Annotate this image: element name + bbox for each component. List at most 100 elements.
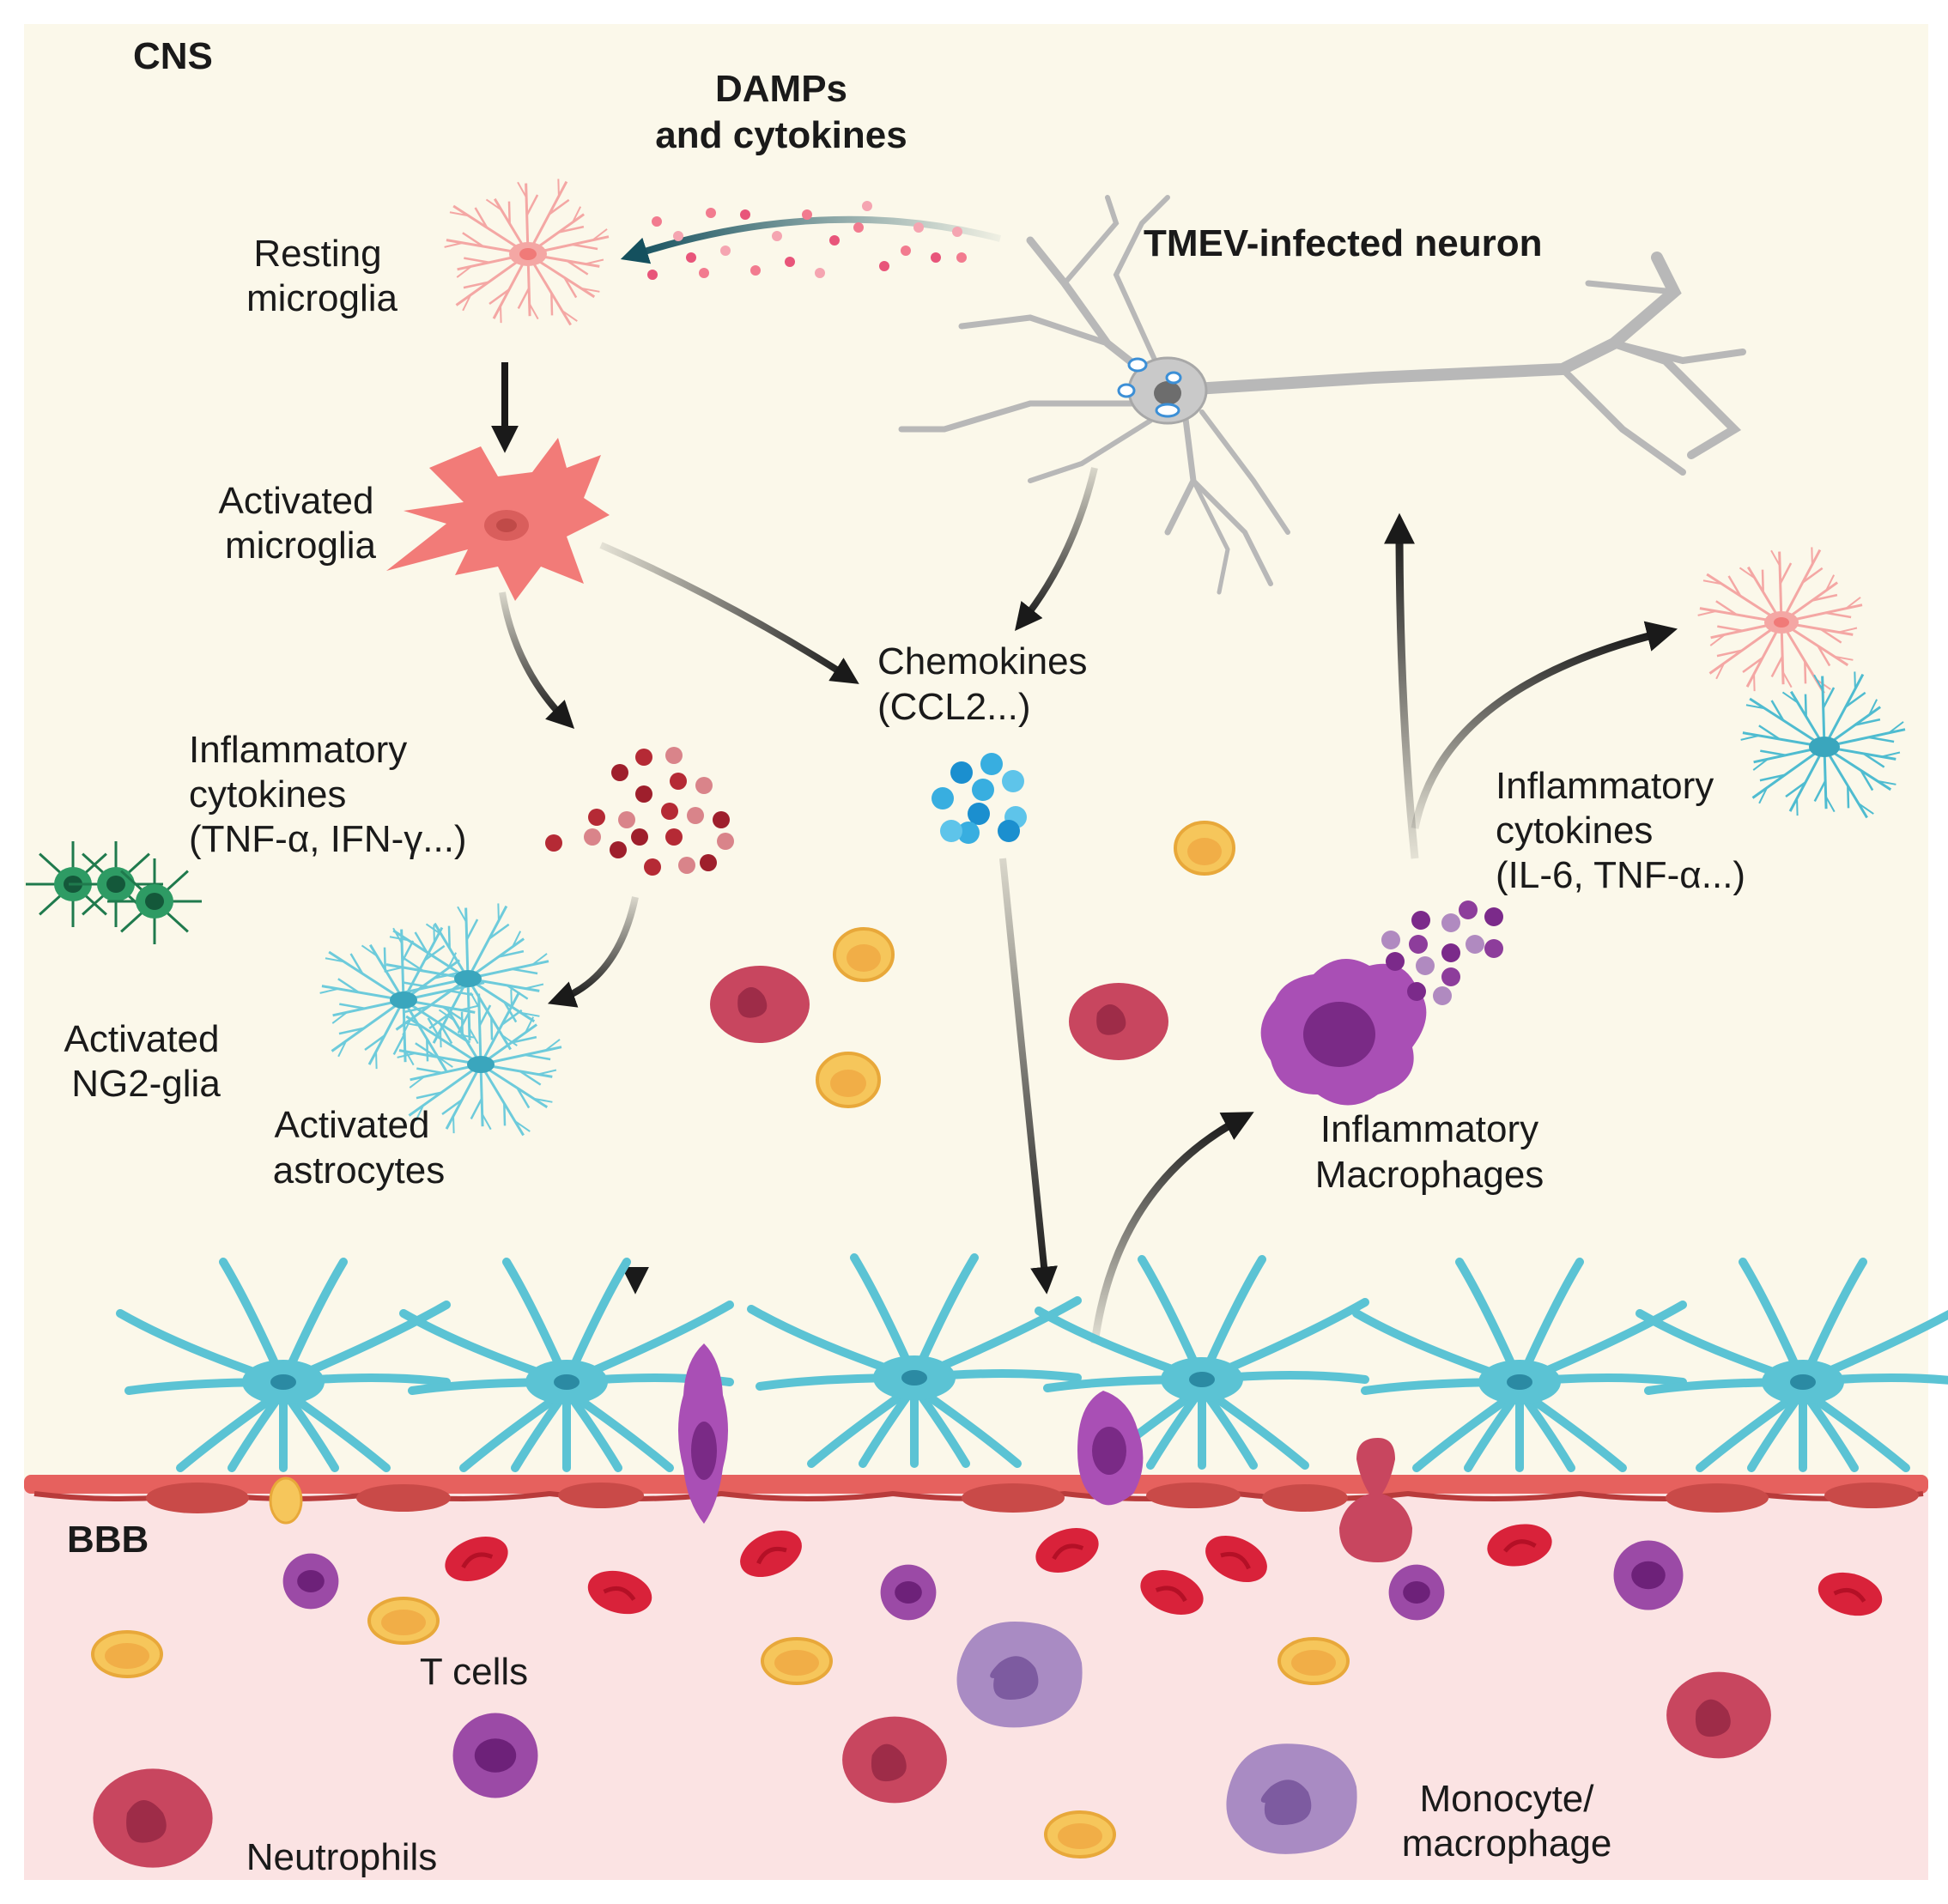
macrophages-label-line1: Inflammatory	[1320, 1108, 1538, 1150]
chemo-dots-dot	[940, 820, 962, 842]
inflammatory-macrophage	[1260, 959, 1427, 1106]
red-blood-cell	[445, 1536, 508, 1582]
arrow-microglia-to-cytokines	[499, 591, 575, 730]
cyto-right-dots-dot	[1409, 935, 1428, 954]
damps-label-line1: DAMPs	[715, 68, 847, 110]
cyto-left-dots-dot	[611, 764, 628, 781]
chemokine-particles	[932, 753, 1027, 844]
t-cell	[761, 1637, 833, 1685]
damps-dots-dot	[862, 201, 872, 211]
blood-neutrophil	[842, 1716, 947, 1804]
cns-neutrophil-1	[710, 966, 810, 1043]
damps-dots-dot	[785, 257, 795, 267]
cyto-right-dots-dot	[1484, 907, 1503, 926]
damps-dots-dot	[772, 231, 782, 241]
monocyte-label-line2: macrophage	[1402, 1822, 1612, 1865]
chemo-dots-dot	[957, 822, 980, 844]
t-cell	[367, 1597, 440, 1645]
t-cell	[1044, 1810, 1116, 1859]
blood-macrophage	[452, 1713, 538, 1798]
cyto-left-dots-dot	[635, 785, 652, 803]
cns-tcell-2	[833, 927, 895, 982]
activated-astrocytes-label-line1: Activated	[275, 1104, 430, 1146]
resting-microglia	[444, 179, 610, 326]
cyto-right-dots-dot	[1411, 911, 1430, 930]
infl-cytokines-right-line3: (IL-6, TNF-α...)	[1496, 854, 1745, 896]
cyto-right-dots-dot	[1407, 982, 1426, 1001]
activated-microglia-label-line1: Activated	[219, 480, 374, 522]
cns-tcell-3	[816, 1052, 881, 1108]
damps-dots-dot	[901, 246, 911, 256]
blood-cells	[91, 1524, 1883, 1868]
transmigrating-macrophage-1	[678, 1343, 728, 1524]
right-astrocyte	[1740, 671, 1906, 819]
damps-dots-dot	[720, 246, 731, 256]
neuron-label: TMEV-infected neuron	[1144, 222, 1542, 264]
arrow-bbb-to-macrophages	[1090, 1112, 1254, 1344]
damps-dots-dot	[853, 222, 864, 233]
cyto-right-dots-dot	[1441, 967, 1460, 986]
monocyte-label-line1: Monocyte/	[1420, 1778, 1595, 1820]
damps-dots-dot	[802, 209, 812, 220]
resting-microglia-label-line2: microglia	[246, 277, 398, 319]
chemokines-label-line1: Chemokines	[877, 640, 1088, 682]
ng2-glia-cluster	[26, 841, 202, 944]
infl-cytokines-left-line3: (TNF-α, IFN-γ...)	[189, 818, 467, 860]
cyto-left-dots-dot	[717, 833, 734, 850]
neutrophils-label: Neutrophils	[246, 1836, 438, 1878]
damps-arrow	[620, 215, 1002, 264]
damps-dots-dot	[750, 265, 761, 276]
cns-region	[24, 24, 1928, 1483]
arrow-chemokines-to-bbb	[999, 858, 1058, 1295]
blood-neutrophil	[93, 1768, 213, 1868]
cyto-right-dots-dot	[1459, 900, 1478, 919]
cyto-left-dots-dot	[584, 828, 601, 846]
transmigrating-macrophage-2	[1077, 1391, 1144, 1506]
chemo-dots-dot	[968, 803, 990, 825]
transmigrating-tcell	[269, 1477, 303, 1525]
tcells-label: T cells	[420, 1651, 528, 1693]
cyto-left-dots-dot	[700, 854, 717, 871]
t-cell	[91, 1630, 163, 1678]
red-blood-cell	[587, 1570, 652, 1615]
activated-astrocytes-cluster	[319, 903, 562, 1137]
damps-dots-dot	[952, 227, 962, 237]
cytokine-particles-right	[1381, 900, 1503, 1005]
infl-cytokines-left-line1: Inflammatory	[189, 729, 407, 771]
blood-macrophage	[282, 1553, 339, 1610]
cyto-right-dots-dot	[1484, 939, 1503, 958]
red-blood-cell	[1818, 1572, 1883, 1616]
infl-cytokines-right-line2: cytokines	[1496, 810, 1653, 852]
damps-dots-dot	[673, 231, 683, 241]
arrow-microglia-to-chemokines	[599, 542, 859, 684]
chemo-dots-dot	[1002, 770, 1024, 792]
perivascular-astrocyte	[399, 1258, 734, 1472]
arrow-cytokines-to-astrocytes	[547, 896, 639, 1008]
damps-dots-dot	[647, 270, 658, 280]
cyto-left-dots-dot	[618, 811, 635, 828]
cyto-right-dots-dot	[1466, 935, 1484, 954]
cns-neutrophil-2	[1069, 983, 1168, 1060]
cyto-right-dots-dot	[1416, 956, 1435, 975]
ng2-glia-label-line2: NG2-glia	[71, 1063, 221, 1105]
infl-cytokines-left-line2: cytokines	[189, 773, 346, 816]
resting-microglia-label-line1: Resting	[253, 233, 381, 275]
activated-microglia-label-line2: microglia	[225, 525, 377, 567]
chemokines-label-line2: (CCL2...)	[877, 686, 1030, 728]
damps-particles	[647, 201, 967, 280]
cyto-right-dots-dot	[1381, 931, 1400, 949]
damps-dots-dot	[829, 235, 840, 246]
red-blood-cell	[740, 1530, 802, 1578]
cyto-left-dots-dot	[545, 834, 562, 852]
perivascular-astrocyte	[1635, 1258, 1948, 1472]
cyto-left-dots-dot	[665, 828, 683, 846]
endothelium-layer	[24, 1475, 1928, 1513]
damps-dots-dot	[931, 252, 941, 263]
chemo-dots-dot	[998, 820, 1020, 842]
transmigrating-neutrophil	[1339, 1438, 1412, 1562]
cyto-left-dots-dot	[687, 807, 704, 824]
damps-dots-dot	[706, 208, 716, 218]
bbb-label: BBB	[67, 1519, 149, 1561]
damps-dots-dot	[815, 268, 825, 278]
